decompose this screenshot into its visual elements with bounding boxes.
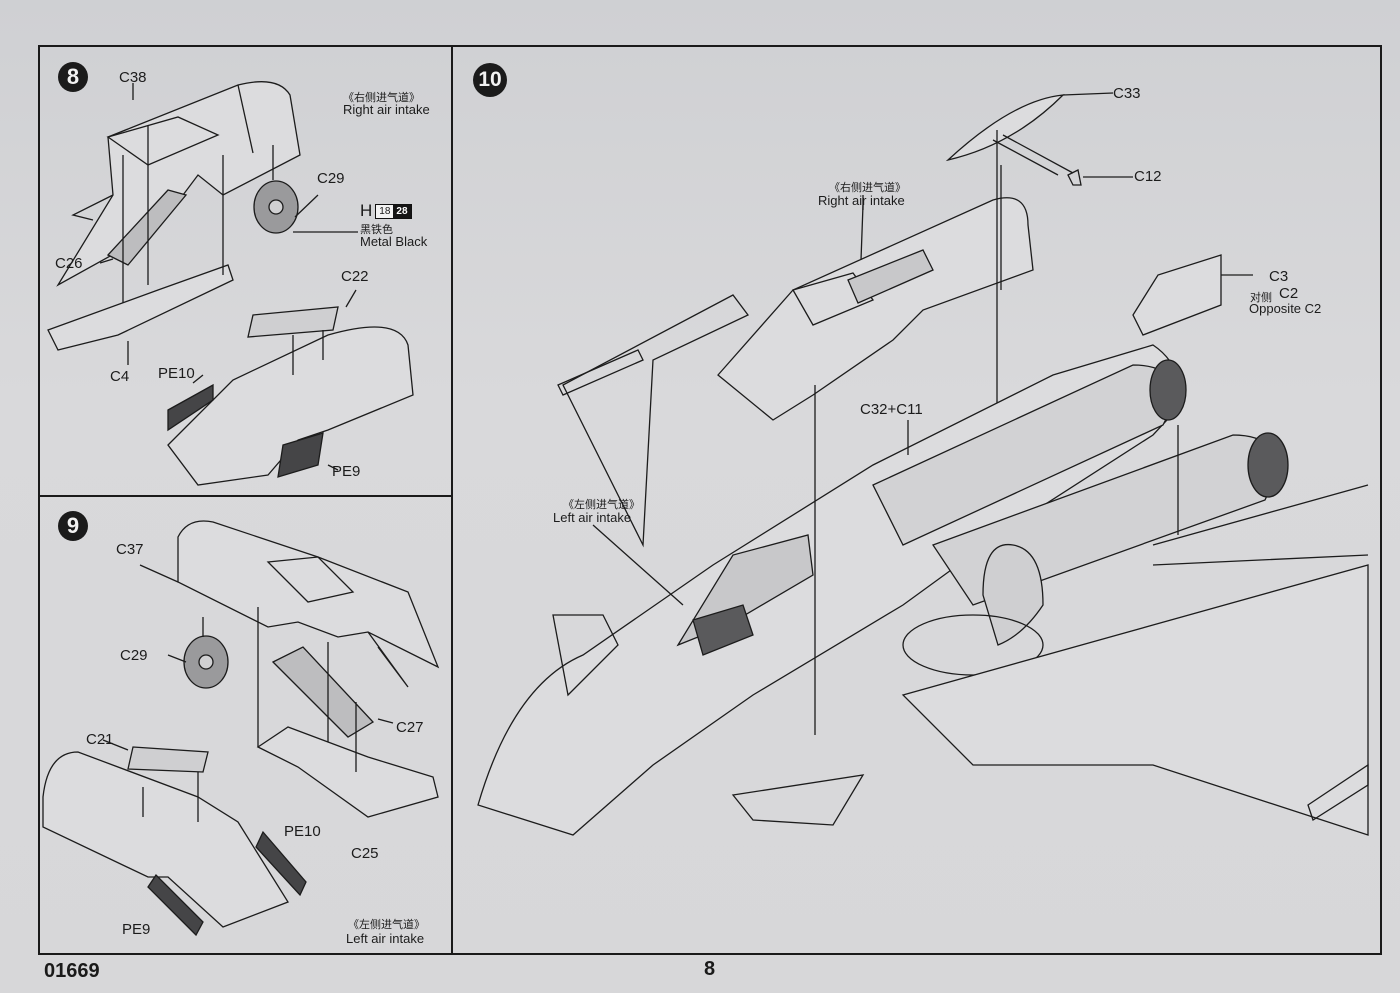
step-number-badge: 9: [58, 511, 88, 541]
step-8-panel: 8: [38, 45, 453, 497]
opposite-note-cn: 对侧: [1250, 291, 1272, 304]
paint-brand-prefix: H: [360, 201, 373, 220]
paint-name-cn: 黑铁色: [360, 223, 393, 236]
step-number-badge: 8: [58, 62, 88, 92]
opposite-note-part: C2: [1279, 285, 1299, 302]
callout-title-en: Left air intake: [553, 510, 632, 525]
part-label: C4: [110, 368, 130, 385]
page-frame: [38, 45, 1382, 955]
step-title-en: Left air intake: [346, 931, 425, 946]
paint-code: 18: [376, 204, 394, 218]
callout-title-cn: 《左侧进气道》: [563, 498, 640, 511]
part-label: PE9: [332, 463, 361, 480]
paint-callout: H 18 28: [360, 201, 412, 221]
step-number-badge: 10: [473, 63, 507, 97]
part-label: C37: [116, 541, 144, 558]
part-label: C22: [341, 268, 369, 285]
part-label: C27: [396, 719, 424, 736]
callout-title-en: Right air intake: [818, 193, 905, 208]
part-label: C33: [1113, 85, 1141, 102]
part-label: C26: [55, 255, 83, 272]
callout-title-cn: 《右侧进气道》: [829, 181, 906, 194]
right-intake-exploded-diagram: [38, 45, 453, 497]
step-10-panel: 10: [453, 45, 1382, 955]
part-label: C29: [317, 170, 345, 187]
part-label: C32+C11: [860, 401, 923, 418]
opposite-note-en: Opposite C2: [1249, 301, 1322, 316]
part-label: PE10: [284, 823, 321, 840]
step-title-en: Right air intake: [343, 102, 430, 117]
part-label: PE9: [122, 921, 151, 938]
part-label: C38: [119, 69, 147, 86]
step-9-panel: 9: [38, 497, 453, 955]
part-label: C25: [351, 845, 379, 862]
left-intake-exploded-diagram: [38, 497, 453, 955]
part-label: PE10: [158, 365, 195, 382]
paint-code-box: 18 28: [375, 203, 412, 219]
step-title-cn: 《左侧进气道》: [348, 918, 425, 931]
product-code: 01669: [44, 960, 100, 982]
part-label: C21: [86, 731, 114, 748]
paint-code: 28: [393, 204, 411, 218]
step-title-cn: 《右侧进气道》: [343, 91, 420, 104]
part-label: C29: [120, 647, 148, 664]
part-label: C12: [1134, 168, 1162, 185]
part-label: C3: [1269, 268, 1289, 285]
paint-name-en: Metal Black: [360, 234, 428, 249]
page-number: 8: [704, 958, 716, 980]
aircraft-assembly-diagram: [453, 45, 1382, 955]
